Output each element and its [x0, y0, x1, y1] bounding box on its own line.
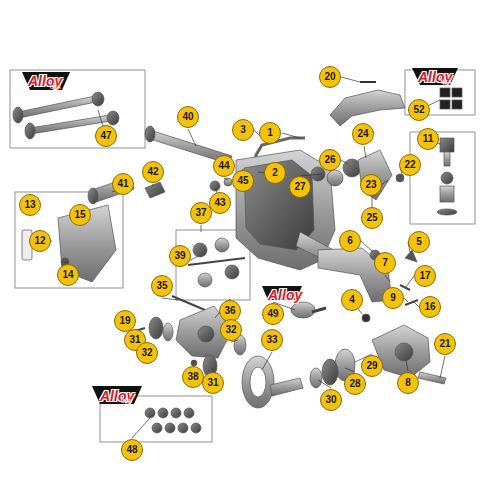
callout-circle: 15: [69, 204, 91, 226]
callout-circle: 20: [319, 66, 341, 88]
callout-circle: 16: [419, 296, 441, 318]
callout-number: 7: [382, 258, 388, 268]
callout-circle: 45: [232, 170, 254, 192]
callout-circle: 29: [361, 355, 383, 377]
callout-number: 26: [324, 155, 335, 165]
callout-number: 15: [74, 210, 85, 220]
callout-number: 31: [207, 378, 218, 388]
callout-circle: 11: [417, 128, 439, 150]
callout-circle: 9: [382, 287, 404, 309]
callout-number: 37: [195, 208, 206, 218]
callout-number: 1: [267, 128, 273, 138]
callout-number: 9: [390, 293, 396, 303]
callout-number: 31: [129, 335, 140, 345]
callout-circle: 12: [29, 230, 51, 252]
callout-number: 44: [218, 161, 229, 171]
callout-number: 6: [347, 236, 353, 246]
callout-number: 16: [424, 302, 435, 312]
brand-subtext: USA: [50, 85, 61, 90]
callout-number: 41: [117, 179, 128, 189]
callout-number: 8: [405, 378, 411, 388]
brand-subtext: USA: [441, 80, 452, 85]
callout-circle: 43: [209, 192, 231, 214]
callout-circle: 6: [339, 230, 361, 252]
callout-circle: 31: [202, 372, 224, 394]
callout-circle: 21: [434, 333, 456, 355]
callout-circle: 24: [352, 123, 374, 145]
callout-circle: 14: [57, 264, 79, 286]
callout-number: 49: [267, 309, 278, 319]
callout-circle: 42: [142, 161, 164, 183]
callout-number: 3: [240, 125, 246, 135]
callout-number: 40: [182, 112, 193, 122]
callout-circle: 27: [289, 176, 311, 198]
callout-circle: 4: [341, 289, 363, 311]
callout-number: 29: [366, 361, 377, 371]
callout-circle: 44: [213, 155, 235, 177]
callout-circle: 26: [319, 149, 341, 171]
callout-number: 4: [349, 295, 355, 305]
callout-number: 23: [365, 180, 376, 190]
callout-number: 39: [174, 251, 185, 261]
callout-number: 33: [266, 335, 277, 345]
callout-circle: 1: [259, 122, 281, 144]
callout-circle: 38: [182, 366, 204, 388]
brand-subtext: USA: [121, 399, 132, 404]
callout-circle: 8: [397, 372, 419, 394]
callout-circle: 28: [344, 373, 366, 395]
callout-number: 11: [423, 134, 434, 144]
callout-number: 22: [404, 160, 415, 170]
callout-circle: 39: [169, 245, 191, 267]
brand-logo: Alloy: [268, 288, 302, 302]
callout-circle: 37: [190, 202, 212, 224]
callout-circle: 33: [261, 329, 283, 351]
callout-circle: 48: [121, 439, 143, 461]
callout-circle: 17: [414, 265, 436, 287]
callout-circle: 22: [399, 154, 421, 176]
callout-number: 42: [147, 167, 158, 177]
callout-circle: 2: [264, 162, 286, 184]
callout-number: 38: [187, 372, 198, 382]
callout-number: 47: [100, 131, 111, 141]
callout-circle: 35: [151, 275, 173, 297]
callout-number: 21: [439, 339, 450, 349]
callout-circle: 23: [360, 174, 382, 196]
callout-number: 48: [126, 445, 137, 455]
callout-number: 32: [225, 325, 236, 335]
callout-circle: 40: [177, 106, 199, 128]
callout-number: 36: [224, 306, 235, 316]
callout-number: 27: [294, 182, 305, 192]
callout-number: 28: [349, 379, 360, 389]
callout-number: 13: [24, 200, 35, 210]
callout-number: 52: [413, 105, 424, 115]
callout-number: 30: [325, 395, 336, 405]
callout-number: 12: [34, 236, 45, 246]
callout-number: 24: [357, 129, 368, 139]
callout-circle: 3: [232, 119, 254, 141]
callout-circle: 32: [220, 319, 242, 341]
callout-number: 35: [156, 281, 167, 291]
callout-circle: 30: [320, 389, 342, 411]
callout-number: 2: [272, 168, 278, 178]
callout-number: 19: [119, 316, 130, 326]
callout-number: 5: [416, 237, 422, 247]
callout-number: 45: [237, 176, 248, 186]
callout-number: 25: [366, 213, 377, 223]
callout-circle: 13: [19, 194, 41, 216]
callout-circle: 47: [95, 125, 117, 147]
callout-circle: 32: [136, 342, 158, 364]
callout-number: 14: [62, 270, 73, 280]
callout-circle: 49: [262, 303, 284, 325]
callout-number: 43: [214, 198, 225, 208]
callout-number: 20: [324, 72, 335, 82]
callout-circle: 25: [361, 207, 383, 229]
callout-circle: 7: [374, 252, 396, 274]
callout-circle: 41: [112, 173, 134, 195]
callout-number: 32: [141, 348, 152, 358]
callout-number: 17: [419, 271, 430, 281]
callout-circle: 5: [408, 231, 430, 253]
callout-circle: 52: [408, 99, 430, 121]
